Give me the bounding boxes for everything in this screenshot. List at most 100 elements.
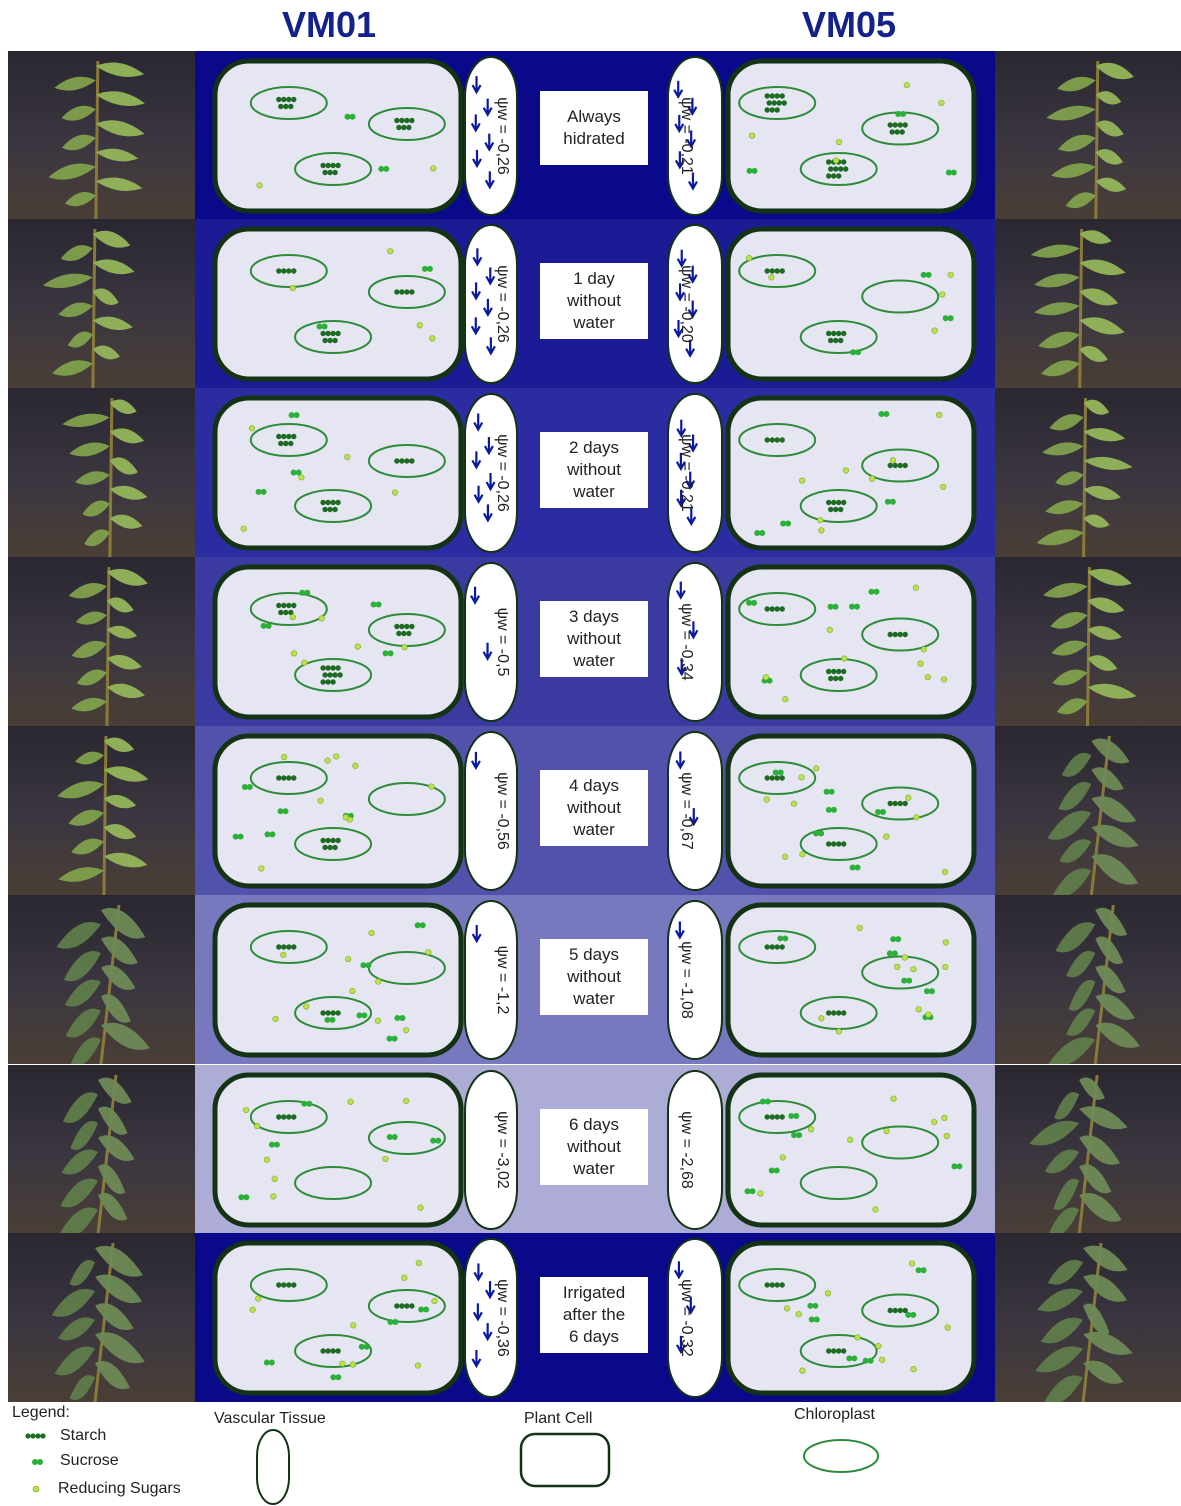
legend-title: Legend: xyxy=(12,1404,70,1422)
sucrose-molecule xyxy=(883,411,889,417)
reducing-sugar xyxy=(921,647,927,653)
legend-vascular-label: Vascular Tissue xyxy=(214,1410,326,1428)
starch-granule xyxy=(404,289,409,294)
reducing-sugar xyxy=(388,248,394,254)
starch-granule xyxy=(893,1308,898,1313)
starch-granule xyxy=(276,97,281,102)
starch-granule xyxy=(770,606,775,611)
reducing-sugar xyxy=(264,1157,270,1163)
reducing-sugar xyxy=(782,696,788,702)
starch-granule xyxy=(394,1303,399,1308)
starch-granule xyxy=(337,672,342,677)
condition-label-line: 4 days xyxy=(540,775,648,797)
starch-granule xyxy=(888,801,893,806)
starch-granule xyxy=(283,104,288,109)
starch-granule xyxy=(286,434,291,439)
vascular-tissue: ψw = -3,02 xyxy=(465,1071,517,1229)
reducing-sugar xyxy=(942,869,948,875)
reducing-sugar xyxy=(869,476,875,482)
starch-granule xyxy=(836,1348,841,1353)
reducing-sugar xyxy=(426,949,432,955)
sucrose-molecule xyxy=(282,808,288,814)
starch-granule xyxy=(898,801,903,806)
reducing-sugar xyxy=(784,1306,790,1312)
sucrose-molecule xyxy=(392,1319,398,1325)
starch-granule xyxy=(770,944,775,949)
reducing-sugar xyxy=(353,763,359,769)
starch-granule xyxy=(278,610,283,615)
reducing-sugar xyxy=(290,285,296,291)
reducing-sugar xyxy=(914,815,920,821)
starch-granule xyxy=(409,458,414,463)
starch-granule xyxy=(276,434,281,439)
starch-granule xyxy=(335,163,340,168)
starch-granule xyxy=(281,775,286,780)
starch-granule xyxy=(276,775,281,780)
plant-cell xyxy=(215,61,461,211)
condition-label-line: water xyxy=(540,988,648,1010)
starch-granule xyxy=(841,669,846,674)
reducing-sugar xyxy=(909,1261,915,1267)
starch-granule xyxy=(330,1348,335,1353)
starch-granule xyxy=(898,463,903,468)
vascular-tissue: ψw = -0,20 xyxy=(668,225,722,383)
condition-label: Alwayshidrated xyxy=(540,91,648,165)
sucrose-molecule xyxy=(752,168,758,174)
starch-granule xyxy=(409,118,414,123)
legend-symbols xyxy=(22,1428,62,1503)
sucrose-molecule xyxy=(782,935,788,941)
sucrose-molecule xyxy=(399,1015,405,1021)
condition-label-line: hidrated xyxy=(540,128,648,150)
reducing-sugar xyxy=(415,1363,421,1369)
starch-granule xyxy=(322,170,327,175)
reducing-sugar xyxy=(913,585,919,591)
reducing-sugar xyxy=(769,275,775,281)
reducing-sugar xyxy=(430,336,436,342)
reducing-sugar xyxy=(291,651,297,657)
starch-granule xyxy=(765,107,770,112)
starch-granule xyxy=(898,632,903,637)
starch-granule xyxy=(325,838,330,843)
plant-photo xyxy=(995,388,1181,557)
starch-granule xyxy=(409,624,414,629)
starch-granule xyxy=(320,163,325,168)
condition-label: Irrigatedafter the6 days xyxy=(540,1277,648,1353)
stress-day-row: ψw = -0,5ψw = -0,343 dayswithoutwater xyxy=(195,557,995,726)
water-potential-value: ψw = -0,67 xyxy=(678,772,695,850)
starch-granule xyxy=(291,603,296,608)
starch-granule xyxy=(399,1303,404,1308)
sucrose-molecule xyxy=(855,865,861,871)
starch-granule xyxy=(404,458,409,463)
condition-label-line: 3 days xyxy=(540,606,648,628)
reducing-sugar xyxy=(884,834,890,840)
starch-granule xyxy=(281,268,286,273)
sucrose-molecule xyxy=(392,1134,398,1140)
sucrose-molecule xyxy=(951,169,957,175)
sucrose-molecule xyxy=(376,601,382,607)
vascular-tissue: ψw = -0,5 xyxy=(465,563,517,721)
starch-granule xyxy=(286,944,291,949)
starch-granule xyxy=(893,632,898,637)
sucrose-molecule xyxy=(926,272,932,278)
reducing-sugar xyxy=(290,614,296,620)
reducing-sugar xyxy=(817,517,823,523)
sucrose-molecule xyxy=(427,266,433,272)
reducing-sugar xyxy=(257,183,263,189)
reducing-sugar xyxy=(791,801,797,807)
condition-label: 2 dayswithoutwater xyxy=(540,432,648,508)
plant-cell xyxy=(215,736,461,886)
starch-granule xyxy=(841,1010,846,1015)
sucrose-molecule xyxy=(261,489,267,495)
starch-granule xyxy=(288,104,293,109)
starch-granule xyxy=(841,841,846,846)
starch-granule xyxy=(325,1348,330,1353)
reducing-sugar xyxy=(948,272,954,278)
reducing-sugar xyxy=(843,468,849,474)
starch-granule xyxy=(330,679,335,684)
starch-granule xyxy=(406,631,411,636)
reducing-sugar xyxy=(403,1027,409,1033)
condition-label-line: without xyxy=(540,797,648,819)
sucrose-molecule xyxy=(900,111,906,117)
reducing-sugar-symbol-icon xyxy=(33,1486,39,1492)
starch-granule xyxy=(838,507,843,512)
